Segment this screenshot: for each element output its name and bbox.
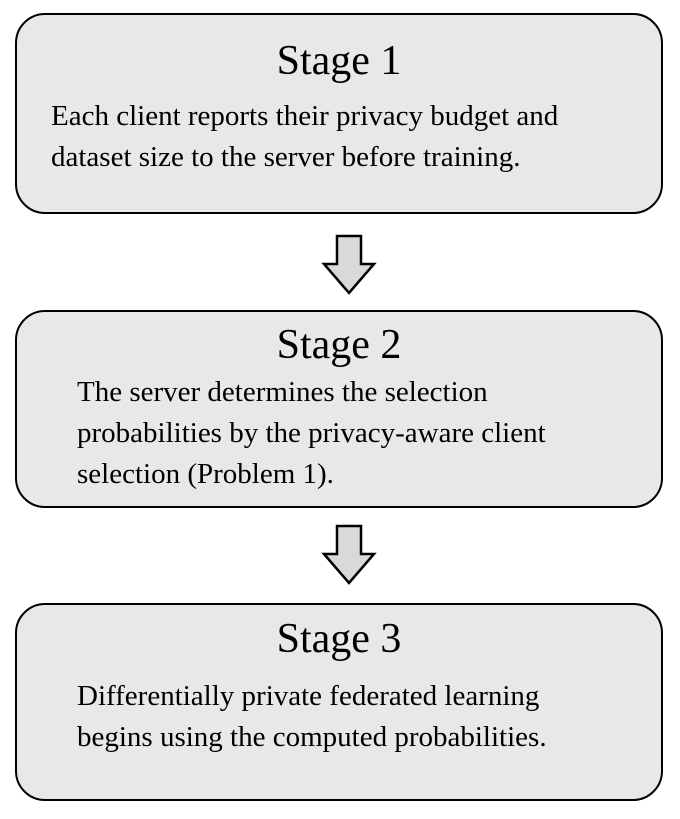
stage-3-box: Stage 3 Differentially private federated… — [15, 603, 663, 801]
stage-2-box: Stage 2 The server determines the select… — [15, 310, 663, 508]
stage-3-title: Stage 3 — [276, 616, 402, 662]
stage-3-line-2: begins using the computed probabilities. — [77, 721, 547, 753]
stage-2-description: The server determines the selection prob… — [77, 372, 546, 495]
stage-1-line-2: dataset size to the server before traini… — [51, 141, 521, 173]
stage-1-title: Stage 1 — [276, 38, 402, 84]
stage-3-description: Differentially private federated learnin… — [77, 676, 547, 758]
stage-2-line-2: probabilities by the privacy-aware clien… — [77, 417, 546, 449]
stage-1-description: Each client reports their privacy budget… — [51, 96, 558, 178]
stage-1-box: Stage 1 Each client reports their privac… — [15, 13, 663, 214]
down-arrow-icon — [321, 234, 377, 295]
stage-2-line-1: The server determines the selection — [77, 376, 488, 408]
stage-1-line-1: Each client reports their privacy budget… — [51, 100, 559, 132]
stage-2-line-3: selection (Problem 1). — [77, 458, 334, 490]
down-arrow-icon — [321, 524, 377, 585]
stage-3-line-1: Differentially private federated learnin… — [77, 680, 540, 712]
stage-2-title: Stage 2 — [276, 322, 402, 368]
